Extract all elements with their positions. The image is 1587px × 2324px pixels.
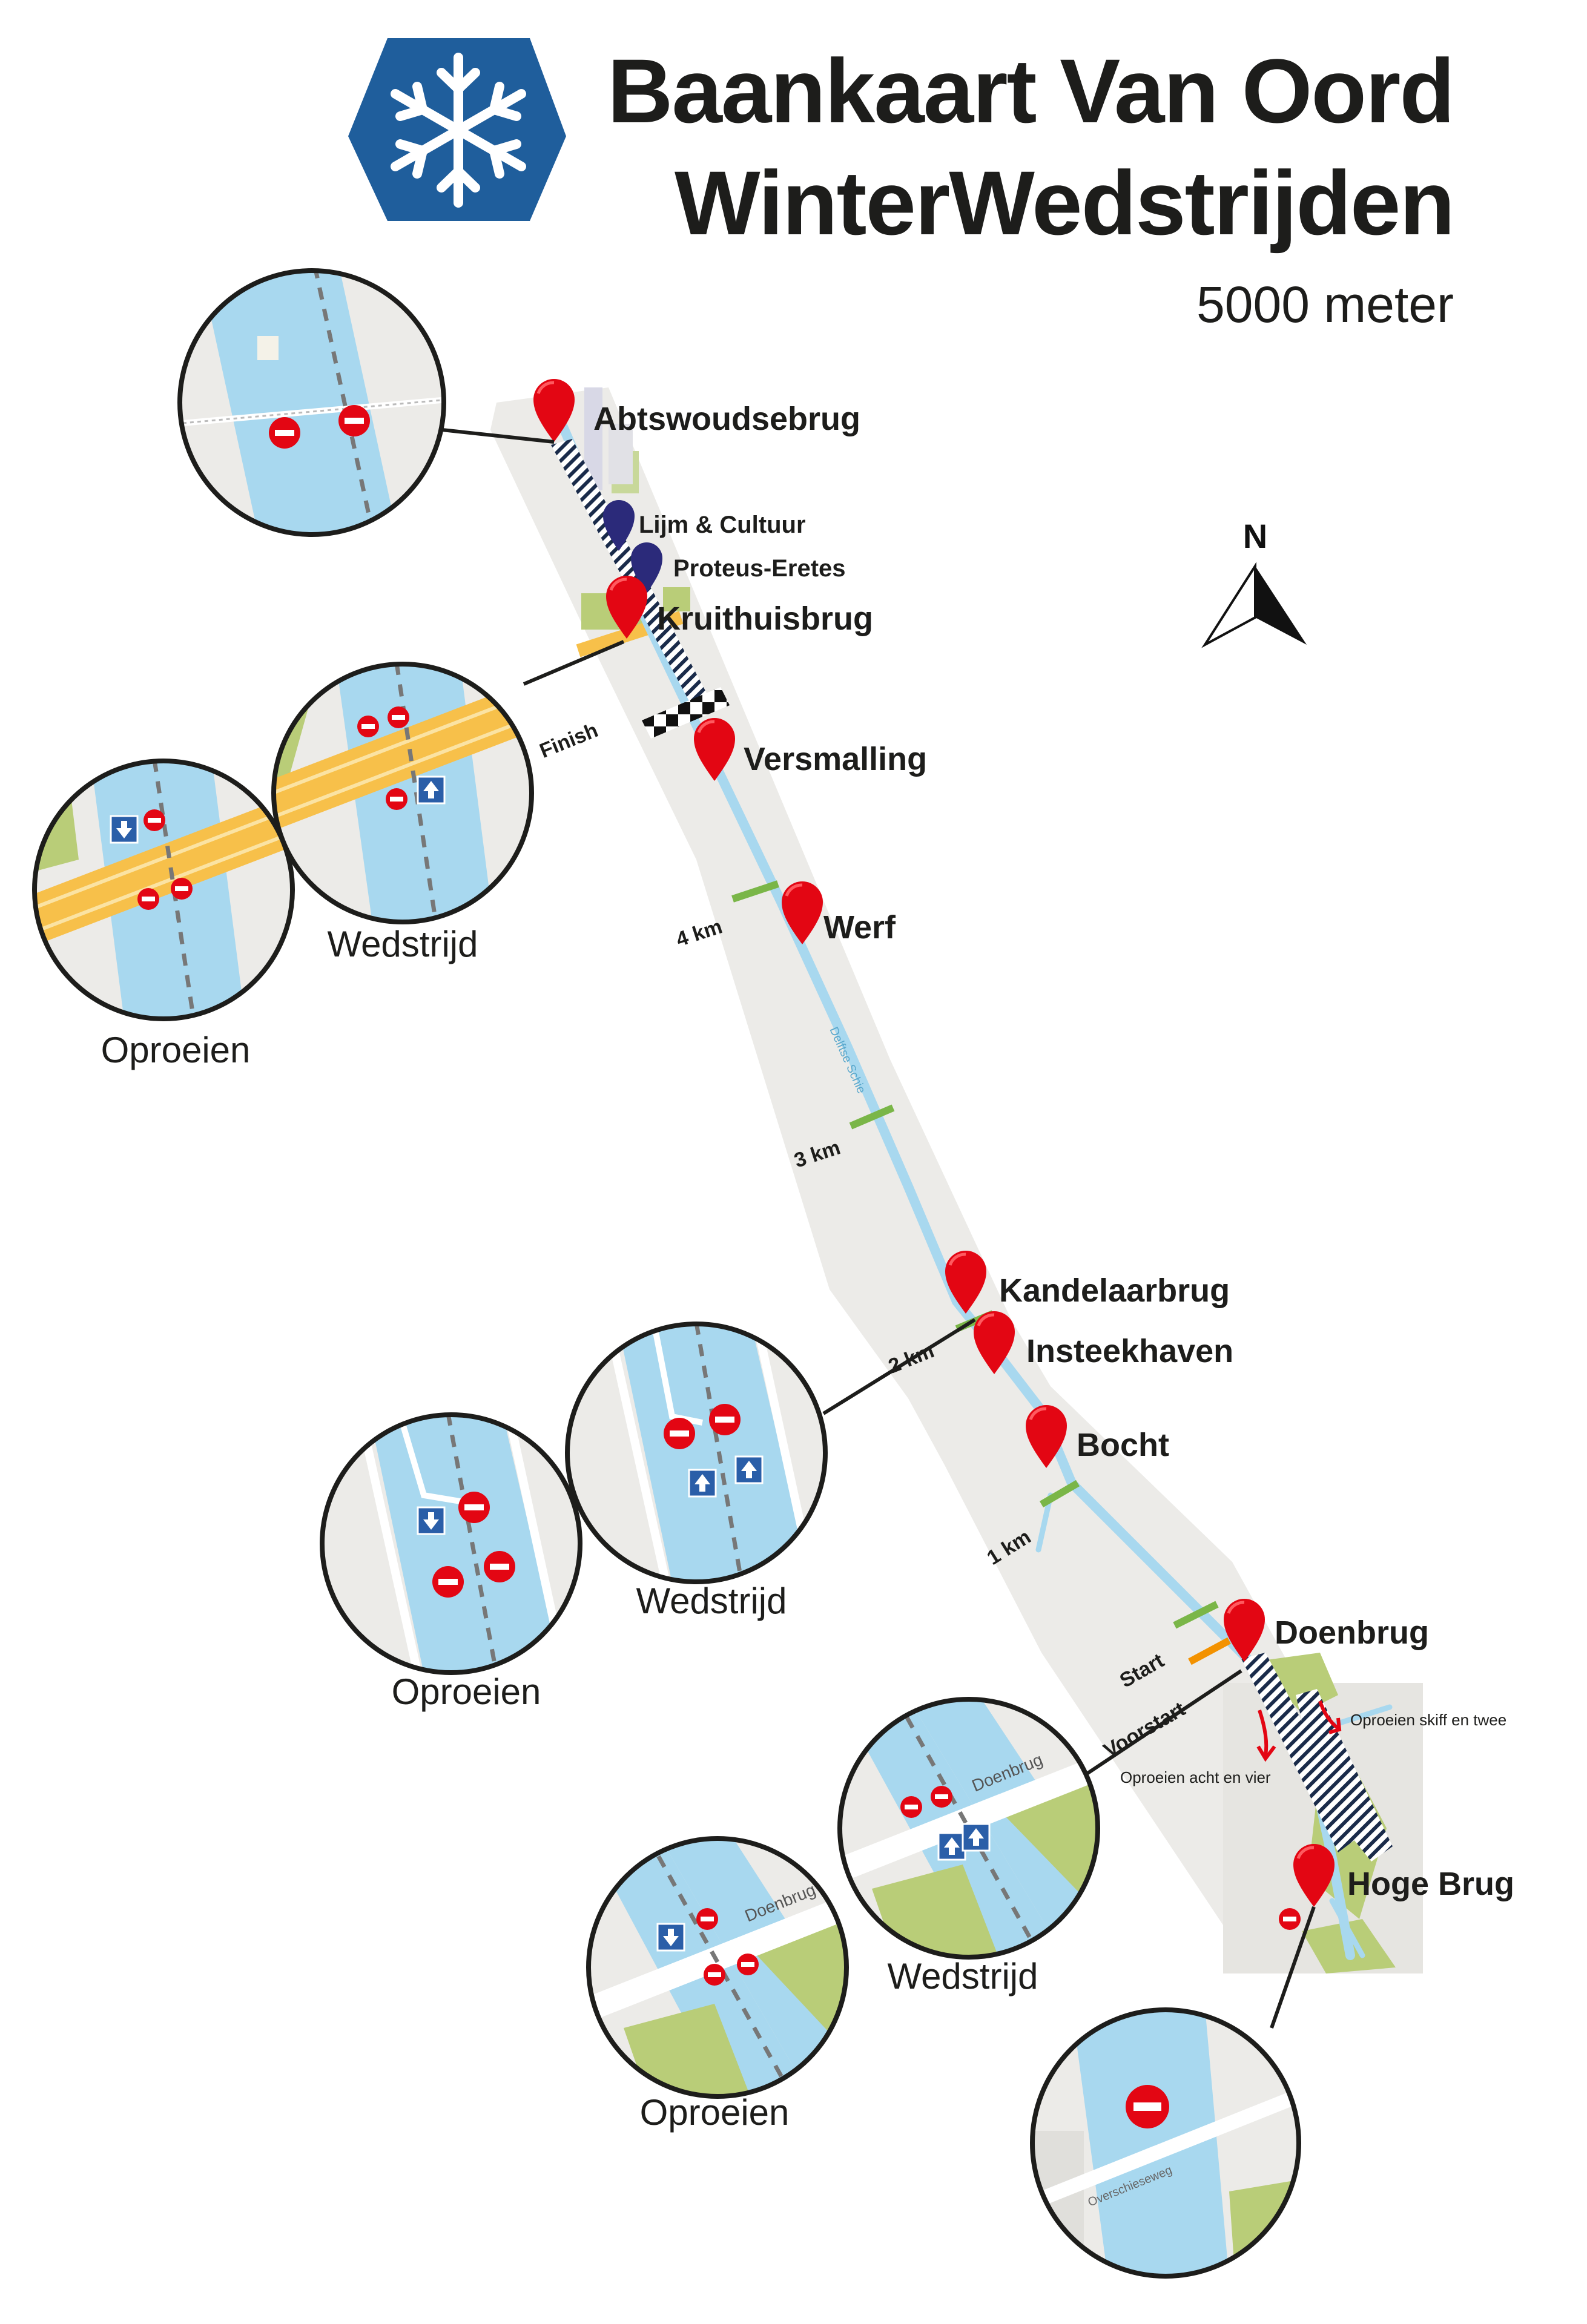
north-arrow-icon <box>1201 562 1307 648</box>
km-4-marker <box>731 880 779 903</box>
inset-abtswoudsebrug <box>177 268 446 537</box>
arrow-up-icon <box>688 1469 717 1498</box>
arrow-up-icon <box>417 775 446 805</box>
inset-kruithuisbrug-oproeien <box>32 759 295 1021</box>
arrow-down-icon <box>110 815 139 844</box>
turn-arrow-icons <box>1256 1700 1342 1762</box>
finish-label: Finish <box>536 719 601 763</box>
connector-kandelaarbrug <box>822 1318 976 1415</box>
arrow-up-icon <box>962 1823 991 1852</box>
start-marker <box>1173 1601 1219 1629</box>
km-4-label: 4 km <box>673 915 725 951</box>
inset-doenbrug-wedstrijd: Doenbrug <box>837 1697 1100 1960</box>
inset-caption-wedstrijd: Wedstrijd <box>888 1956 1038 1996</box>
inset-caption-wedstrijd: Wedstrijd <box>636 1581 787 1621</box>
label-kandelaarbrug: Kandelaarbrug <box>999 1272 1230 1309</box>
warmup-acht-vier-note: Oproeien acht en vier <box>1120 1768 1271 1786</box>
arrow-up-icon <box>937 1832 966 1861</box>
title-line-2: WinterWedstrijden <box>675 152 1455 254</box>
inset-caption-oproeien: Oproeien <box>392 1671 541 1712</box>
connector-kruithuisbrug <box>523 640 625 686</box>
inset-caption-wedstrijd: Wedstrijd <box>328 924 478 964</box>
warmup-zone-south-2 <box>1296 1689 1393 1862</box>
km-3-marker <box>849 1104 895 1130</box>
arrow-down-icon <box>417 1506 446 1535</box>
title-line-1: Baankaart Van Oord <box>607 40 1455 142</box>
finish-line <box>642 687 730 739</box>
label-insteekhaven: Insteekhaven <box>1026 1333 1233 1369</box>
label-werf: Werf <box>823 909 896 946</box>
label-proteus-eretes: Proteus-Eretes <box>673 555 846 582</box>
label-doenbrug: Doenbrug <box>1275 1615 1429 1651</box>
label-bocht: Bocht <box>1077 1427 1169 1463</box>
compass-label: N <box>1243 517 1267 555</box>
label-kruithuisbrug: Kruithuisbrug <box>657 601 873 637</box>
no-entry-icon <box>1279 1908 1301 1930</box>
snowflake-logo-icon <box>348 38 566 221</box>
inset-kandelaarbrug-oproeien <box>320 1412 582 1675</box>
label-versmalling: Versmalling <box>744 741 927 777</box>
arrow-down-icon <box>656 1923 685 1952</box>
label-hoge-brug: Hoge Brug <box>1347 1866 1514 1902</box>
inset-caption-oproeien: Oproeien <box>101 1030 251 1070</box>
arrow-up-icon <box>734 1455 764 1484</box>
inset-no-entry-icon <box>269 417 300 449</box>
inset-kruithuisbrug-wedstrijd <box>271 662 534 924</box>
inset-caption-oproeien: Oproeien <box>640 2092 790 2133</box>
distance-subtitle: 5000 meter <box>1196 276 1454 333</box>
inset-doenbrug-oproeien: Doenbrug <box>586 1836 849 2099</box>
connector-abtswoudsebrug <box>441 428 555 444</box>
km-1-marker <box>1039 1480 1080 1508</box>
inset-kandelaarbrug-wedstrijd <box>565 1322 828 1584</box>
connector-doenbrug <box>1086 1669 1242 1776</box>
label-abtswoudsebrug: Abtswoudsebrug <box>593 401 860 437</box>
label-lijm-cultuur: Lijm & Cultuur <box>639 512 806 538</box>
connector-hoge-brug <box>1270 1906 1316 2029</box>
inset-no-entry-icon <box>338 405 370 436</box>
voorstart-marker <box>1188 1637 1231 1665</box>
inset-hoge-brug: Overschieseweg <box>1030 2007 1301 2279</box>
warmup-skiff-twee-note: Oproeien skiff en twee <box>1350 1711 1506 1729</box>
